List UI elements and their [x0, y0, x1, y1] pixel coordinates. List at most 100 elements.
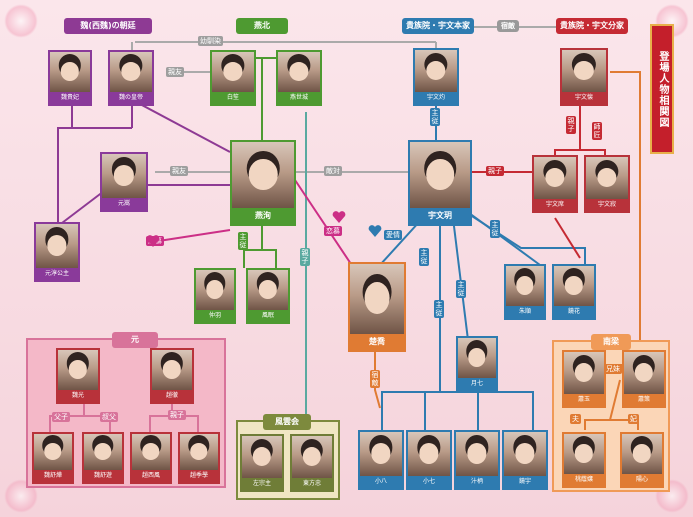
portrait-card-yuwenhuai[interactable]: 宇文懐: [560, 48, 608, 106]
portrait-card-xiaoba[interactable]: 小八: [358, 430, 404, 490]
portrait-name: 宇文席: [534, 199, 576, 211]
portrait-card-yuwenxi[interactable]: 宇文灼: [413, 48, 459, 106]
portrait-name: 燕世城: [278, 92, 320, 104]
portrait-name: 風眠: [248, 310, 288, 322]
portrait-card-zhaoche[interactable]: 趙徹: [150, 348, 194, 404]
portrait-card-zhongyu[interactable]: 仲羽: [194, 268, 236, 324]
portrait-photo: [562, 50, 606, 92]
portrait-card-yanxun[interactable]: 燕洵: [230, 140, 296, 226]
portrait-photo: [564, 352, 604, 394]
relation-label: 敵対: [324, 166, 342, 176]
portrait-photo: [242, 436, 282, 478]
portrait-card-weigui[interactable]: 魏貴妃: [48, 50, 92, 106]
portrait-name: 朱順: [506, 306, 544, 318]
portrait-name: 趙徹: [152, 390, 192, 402]
relation-label: 親友: [166, 67, 184, 77]
portrait-name: 東方忠: [292, 478, 332, 490]
portrait-card-weishuyou[interactable]: 魏舒遊: [82, 432, 124, 484]
portrait-name: 元嵩: [102, 198, 146, 210]
portrait-card-weishuyu[interactable]: 魏舒燁: [32, 432, 74, 484]
portrait-photo: [212, 52, 254, 92]
relation-label: 主従: [434, 300, 444, 318]
relation-label: 兄妹: [604, 364, 622, 374]
portrait-card-yuwenxing[interactable]: 宇文席: [532, 155, 578, 213]
portrait-photo: [586, 157, 628, 199]
portrait-name: 蕭玉: [564, 394, 604, 406]
portrait-card-zhuchen[interactable]: 朱順: [504, 264, 546, 320]
portrait-card-jingwei[interactable]: 鏡花: [552, 264, 596, 320]
portrait-card-yuanchu[interactable]: 桃蔭嬢: [562, 432, 606, 488]
portrait-card-baishi[interactable]: 白笙: [210, 50, 256, 106]
portrait-card-zuozongzhu[interactable]: 左宗主: [240, 434, 284, 492]
portrait-card-dongfangyu[interactable]: 東方忠: [290, 434, 334, 492]
portrait-photo: [152, 350, 192, 390]
relation-label: 主従: [456, 280, 466, 298]
portrait-name: 宇文寂: [586, 199, 628, 211]
portrait-card-chuqiao[interactable]: 楚喬: [348, 262, 406, 352]
portrait-photo: [248, 270, 288, 310]
portrait-photo: [36, 224, 78, 268]
relation-label: 師匠: [592, 122, 602, 140]
portrait-card-yuwenjing[interactable]: 宇文寂: [584, 155, 630, 213]
portrait-photo: [84, 434, 122, 470]
portrait-card-xiaoqi[interactable]: 小七: [406, 430, 452, 490]
portrait-photo: [622, 434, 662, 474]
relation-label: 叔父: [100, 412, 118, 422]
portrait-card-weiemperor[interactable]: 魏の皇帝: [108, 50, 154, 106]
yan-group-header: 燕北: [236, 18, 288, 34]
yuan-group-header: 元: [112, 332, 158, 348]
portrait-card-yuansong[interactable]: 元嵩: [100, 152, 148, 212]
relation-label: 幼馴染: [198, 36, 223, 46]
portrait-photo: [34, 434, 72, 470]
heart-icon: [368, 225, 382, 237]
portrait-photo: [50, 52, 90, 92]
nanliang-group-header: 南梁: [591, 334, 631, 350]
portrait-card-yueqi[interactable]: 月七: [456, 336, 498, 392]
portrait-card-yangci[interactable]: 陽心: [620, 432, 664, 488]
wei-group-header: 魏(西魏)の朝廷: [64, 18, 152, 34]
portrait-name: 元淳公主: [36, 268, 78, 280]
portrait-photo: [408, 432, 450, 476]
portrait-name: 小八: [360, 476, 402, 488]
portrait-name: 趙西風: [132, 470, 170, 482]
portrait-photo: [410, 142, 470, 208]
yuwen-main-header: 貴族院・宇文本家: [402, 18, 474, 34]
portrait-card-fengmian[interactable]: 風眠: [246, 268, 290, 324]
portrait-photo: [624, 352, 664, 394]
portrait-card-yanshi[interactable]: 燕世城: [276, 50, 322, 106]
portrait-photo: [350, 264, 404, 334]
portrait-name: 陽心: [622, 474, 662, 486]
portrait-photo: [196, 270, 234, 310]
portrait-name: 鏡宇: [504, 476, 546, 488]
relation-label: 親子: [168, 410, 186, 420]
portrait-card-xiaoyun[interactable]: 蕭玉: [562, 350, 606, 408]
portrait-photo: [58, 350, 98, 390]
portrait-photo: [232, 142, 294, 208]
portrait-name: 月七: [458, 378, 496, 390]
portrait-card-weiguang[interactable]: 魏光: [56, 348, 100, 404]
portrait-name: 魏舒遊: [84, 470, 122, 482]
portrait-name: 魏舒燁: [34, 470, 72, 482]
portrait-card-xiaoce[interactable]: 蕭策: [622, 350, 666, 408]
portrait-card-mingyi[interactable]: 鏡宇: [502, 430, 548, 490]
portrait-name: 宇文灼: [415, 92, 457, 104]
portrait-card-zhaoxifeng[interactable]: 趙西風: [130, 432, 172, 484]
portrait-name: 左宗主: [242, 478, 282, 490]
portrait-name: 鏡花: [554, 306, 594, 318]
portrait-photo: [506, 266, 544, 306]
portrait-name: 魏光: [58, 390, 98, 402]
portrait-name: 魏の皇帝: [110, 92, 152, 104]
relation-label: 親子: [486, 166, 504, 176]
portrait-card-yuanchun[interactable]: 元淳公主: [34, 222, 80, 282]
portrait-card-zhaochexue[interactable]: 趙季學: [178, 432, 220, 484]
chart-title: 登場人物相関図: [650, 24, 674, 154]
portrait-name: 小七: [408, 476, 450, 488]
portrait-name: 白笙: [212, 92, 254, 104]
portrait-card-wenyu[interactable]: 汁柄: [454, 430, 500, 490]
portrait-photo: [564, 434, 604, 474]
portrait-card-yuwenyue[interactable]: 宇文玥: [408, 140, 472, 226]
relation-label: 親子: [566, 116, 576, 134]
relation-label: 父子: [52, 412, 70, 422]
portrait-name: 楚喬: [350, 334, 404, 350]
